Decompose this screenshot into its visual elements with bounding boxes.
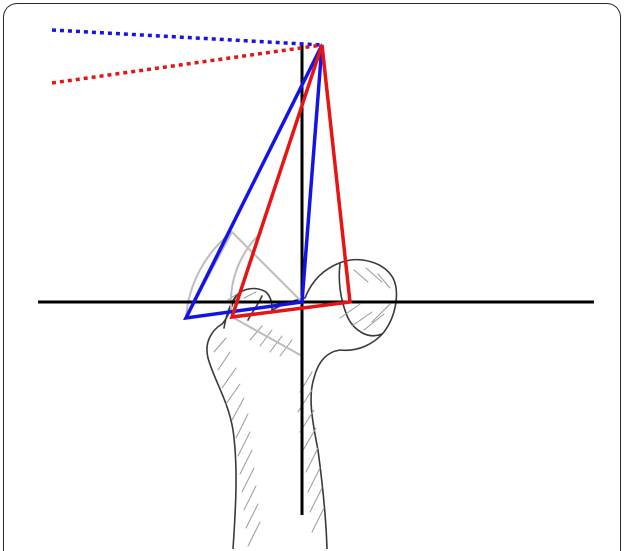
bone-hatch-stroke (259, 329, 273, 347)
femur-outline (206, 258, 398, 549)
bone-hatch-stroke (243, 485, 257, 511)
red-triangle (229, 44, 352, 320)
bone-hatch-stroke (339, 303, 361, 319)
bone-hatch-stroke (309, 487, 323, 513)
bone-shading (213, 267, 391, 547)
bone-hatch-stroke (243, 291, 257, 299)
bone-hatch-stroke (351, 311, 373, 327)
bone-hatch-stroke (353, 269, 369, 283)
bone-hatch-stroke (247, 521, 261, 547)
bone-hatch-stroke (269, 335, 283, 353)
bone-hatch-stroke (237, 431, 251, 457)
bone-hatch-stroke (301, 427, 317, 453)
red-angle-arc (229, 231, 263, 318)
bone-hatch-stroke (297, 389, 313, 413)
bone-hatch-stroke (221, 367, 237, 389)
bone-hatch-stroke (249, 325, 263, 341)
bone-hatch-stroke (307, 467, 321, 493)
bone-hatch-stroke (363, 313, 385, 331)
angle-arcs (185, 230, 303, 357)
bone-hatch-stroke (241, 467, 255, 493)
bone-hatch-stroke (231, 397, 245, 421)
bone-hatch-stroke (305, 447, 319, 473)
blue-triangle (182, 44, 324, 321)
bone-hatch-stroke (239, 449, 253, 475)
bone-hatch-stroke (377, 273, 391, 289)
bone-hatch-stroke (213, 337, 227, 353)
red-arc-ray (231, 316, 303, 357)
femur-illustration (206, 258, 398, 549)
bone-hatch-stroke (245, 503, 259, 529)
blue-dotted-line (51, 28, 323, 47)
bone-hatch-stroke (217, 351, 231, 371)
bone-hatch-stroke (225, 383, 241, 405)
red-dotted-line (51, 43, 323, 85)
bone-hatch-stroke (365, 267, 383, 283)
bone-hatch-stroke (311, 507, 325, 533)
bone-hatch-stroke (371, 303, 391, 323)
bone-hatch-stroke (235, 413, 249, 439)
femoral-head-contour (338, 263, 383, 337)
